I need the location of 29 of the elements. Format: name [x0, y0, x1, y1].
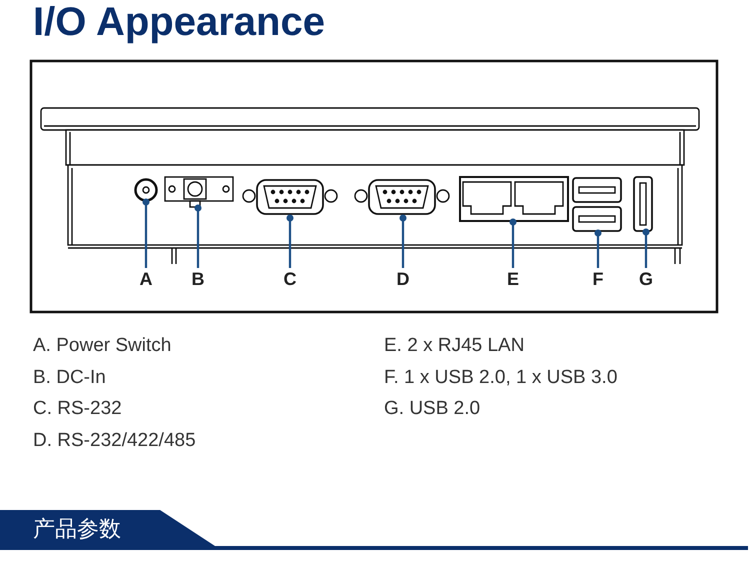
usb-port-icon	[633, 176, 653, 232]
callout-letter: E	[503, 268, 523, 290]
leader-line	[400, 214, 406, 268]
leader-line	[286, 214, 294, 268]
port-list-item: D. RS-232/422/485	[33, 430, 196, 452]
leader-line	[642, 228, 650, 268]
section-heading: 产品参数	[33, 515, 121, 543]
terminal-block-icon	[164, 176, 234, 208]
port-list-item: C. RS-232	[33, 398, 122, 420]
leader-line	[194, 204, 202, 268]
callout-letter: C	[280, 268, 300, 290]
port-list-item: G. USB 2.0	[384, 398, 480, 420]
callout-letter: D	[393, 268, 413, 290]
port-list-item: A. Power Switch	[33, 335, 172, 357]
callout-letter: B	[188, 268, 208, 290]
lan-port-icon	[459, 176, 569, 222]
leader-line	[510, 218, 516, 268]
serial-port-icon	[352, 176, 452, 218]
callout-letter: A	[136, 268, 156, 290]
callout-letter: G	[636, 268, 656, 290]
port-list-item: B. DC-In	[33, 366, 106, 388]
serial-port-icon	[240, 176, 340, 218]
port-list-item: F. 1 x USB 2.0, 1 x USB 3.0	[384, 366, 618, 388]
port-list-item: E. 2 x RJ45 LAN	[384, 335, 524, 357]
page-title: I/O Appearance	[33, 0, 325, 45]
usb-port-icon	[572, 177, 622, 233]
leader-line	[594, 230, 602, 268]
callout-letter: F	[588, 268, 608, 290]
leader-line	[142, 198, 150, 268]
